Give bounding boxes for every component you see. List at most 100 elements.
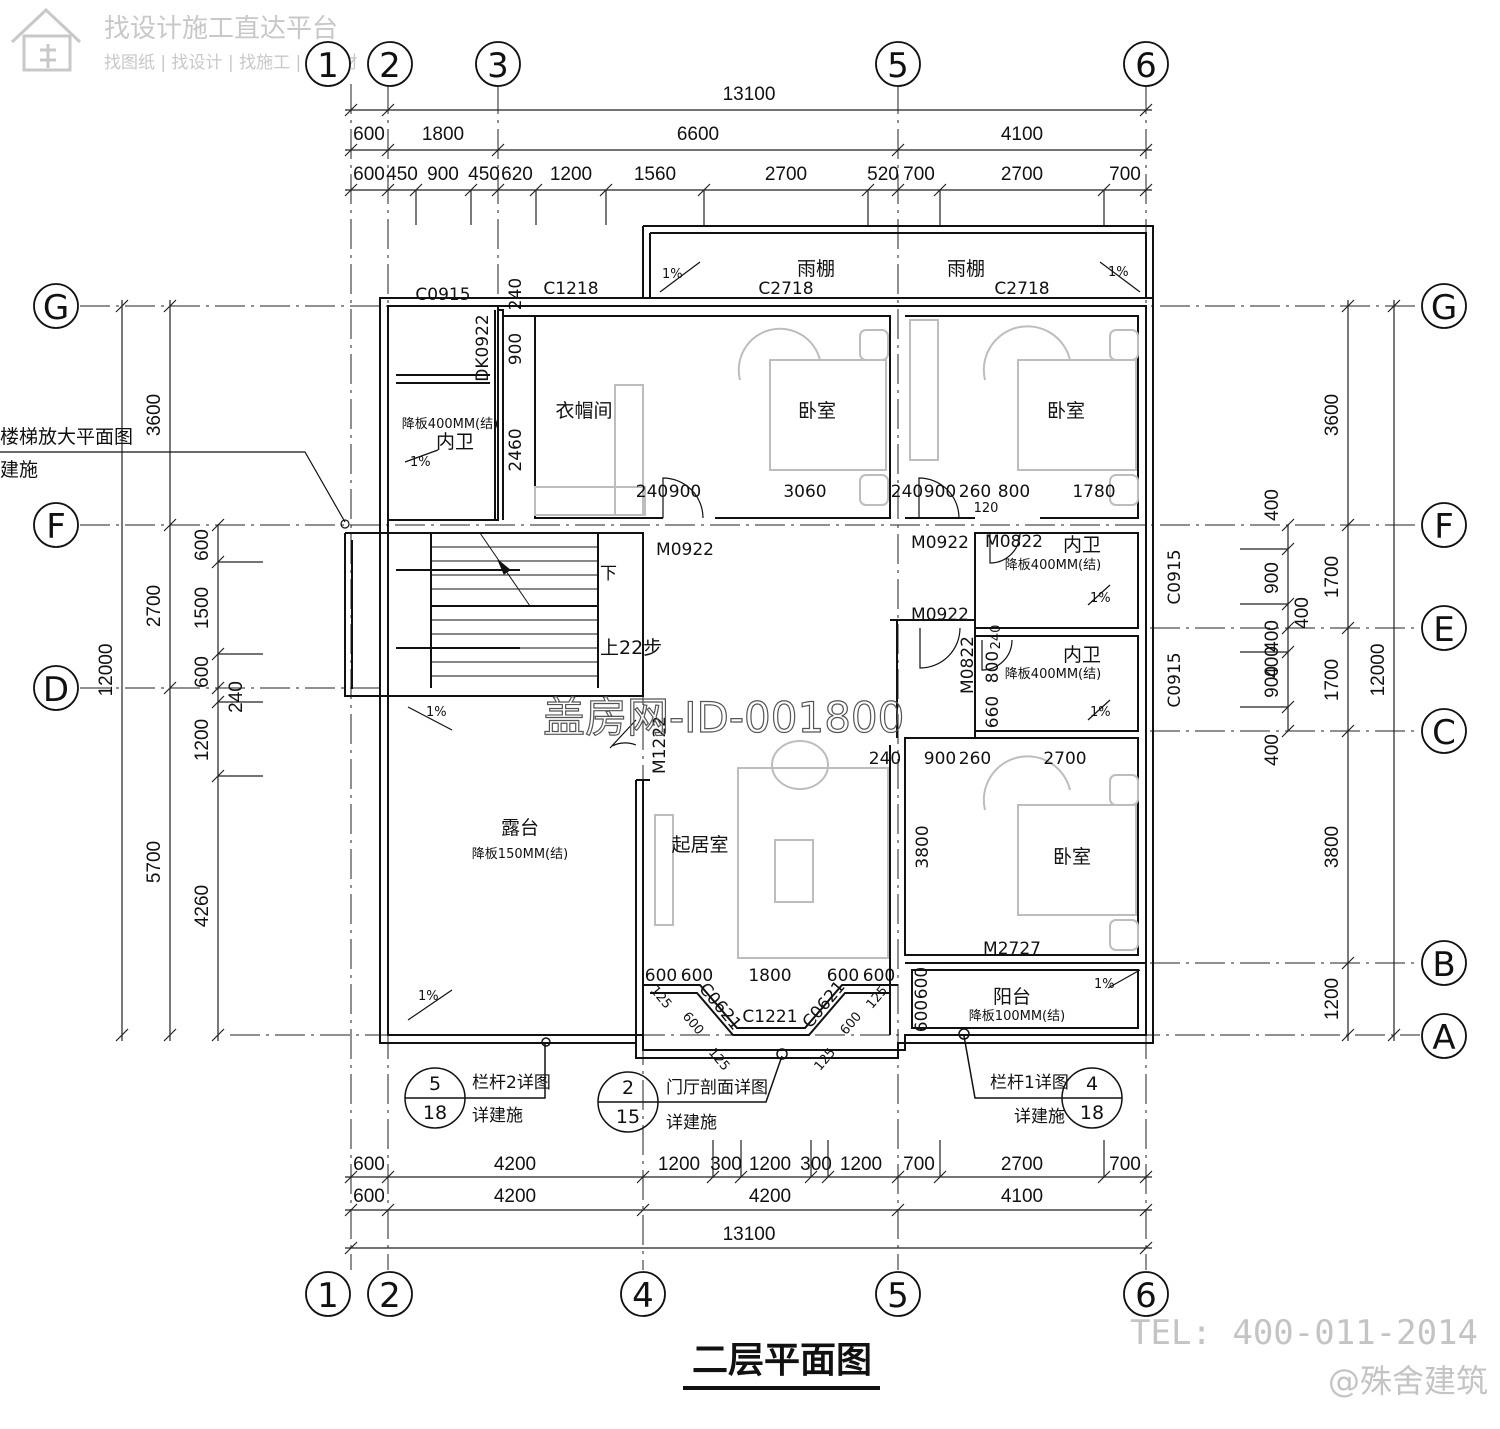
tag-dk0922: DK0922: [473, 314, 493, 382]
dim-top-r2-3: 4100: [1001, 124, 1043, 145]
tag-m0822-a: M0822: [985, 532, 1043, 552]
dim-left-inner-3: 240: [226, 681, 247, 713]
tag-m0922-a: M0922: [656, 540, 714, 560]
dim-top-r3-7: 2700: [765, 164, 807, 185]
tag-c2718-b: C2718: [994, 279, 1049, 299]
dim-bot-r1-3: 300: [710, 1154, 742, 1175]
dim-top-r3-3: 450: [468, 164, 500, 185]
dim-3060: 3060: [783, 482, 826, 502]
dim-right-inner-3: 400: [1262, 646, 1283, 678]
room-bath-2: 内卫: [1063, 534, 1101, 556]
dim-bot-total: 13100: [723, 1224, 776, 1245]
callout-4-title: 栏杆1详图: [990, 1073, 1069, 1093]
brand-line: 找设计施工直达平台: [104, 14, 338, 44]
slope-markers: [404, 261, 1141, 1021]
dim-1780: 1780: [1072, 482, 1115, 502]
stair-up: 上22步: [600, 637, 662, 659]
dim-right-inner-1: 900: [1262, 562, 1283, 594]
axis-bubbles: [33, 41, 1467, 1317]
dim-right-outer-0: 3600: [1322, 394, 1343, 436]
axis-top-1: 1: [317, 46, 339, 86]
axis-top-2: 2: [379, 46, 401, 86]
dim-2460: 2460: [506, 428, 526, 471]
dim-left-total: 12000: [96, 644, 117, 697]
callout-4-sub: 详建施: [1014, 1107, 1065, 1127]
dim-bot-r1-1: 4200: [494, 1154, 536, 1175]
dim-3800: 3800: [913, 825, 933, 868]
plan-title: 二层平面图: [692, 1340, 872, 1381]
dim-top-r3-11: 700: [1109, 164, 1141, 185]
dim-600a: 600: [645, 966, 677, 986]
detail-callouts: [404, 1028, 1123, 1133]
dim-top-r3-6: 1560: [634, 164, 676, 185]
room-canopy-1: 雨棚: [797, 258, 835, 280]
dim-left-outer-2: 5700: [144, 841, 165, 883]
dim-right-inner-4: 900: [1262, 666, 1283, 698]
dim-left-inner-5: 4260: [192, 885, 213, 927]
room-bedroom-3: 卧室: [1053, 846, 1091, 868]
callout-5-den: 18: [423, 1102, 447, 1124]
axis-left-f: F: [46, 507, 66, 547]
dim-right-outer-4: 1200: [1322, 978, 1343, 1020]
dim-900b: 900: [924, 482, 956, 502]
callout-5-title: 栏杆2详图: [472, 1073, 551, 1093]
dim-125d: 125: [864, 983, 891, 1012]
tag-m0822-b: M0822: [958, 636, 978, 694]
dim-600f: 600: [838, 1009, 865, 1038]
dim-660: 660: [983, 696, 1003, 728]
slope-3: 1%: [426, 705, 447, 720]
tag-c0915-a: C0915: [415, 285, 470, 305]
dim-bot-r1-0: 600: [353, 1154, 385, 1175]
dim-top-r2-2: 6600: [677, 124, 719, 145]
dim-240: 240: [506, 278, 526, 310]
dim-top-r3-2: 900: [427, 164, 459, 185]
dim-left-inner-0: 600: [192, 529, 213, 561]
dim-top-r3-5: 1200: [550, 164, 592, 185]
tel: TEL: 400-011-2014: [1130, 1313, 1478, 1353]
axis-right-c: C: [1432, 713, 1456, 753]
callout-2-num: 2: [622, 1077, 634, 1099]
axis-left-g: G: [43, 288, 69, 328]
callout-4-num: 4: [1086, 1073, 1098, 1095]
room-bath-3: 内卫: [1063, 644, 1101, 666]
tag-m0922-b: M0922: [911, 533, 969, 553]
callout-4-den: 18: [1080, 1102, 1104, 1124]
dim-left-outer-1: 2700: [144, 585, 165, 627]
dim-120: 120: [974, 501, 999, 516]
dim-top-r2-1: 1800: [422, 124, 464, 145]
axis-bottom-6: 6: [1135, 1276, 1157, 1316]
dim-bot-r2-0: 600: [353, 1186, 385, 1207]
axis-bottom-2: 2: [379, 1276, 401, 1316]
dim-right-inner-0: 400: [1262, 489, 1283, 521]
dim-right-total: 12000: [1368, 644, 1389, 697]
callout-2-title: 门厅剖面详图: [666, 1078, 768, 1098]
dim-left-outer-0: 3600: [144, 394, 165, 436]
dim-600g: 600: [912, 967, 932, 999]
brand-logo: [10, 7, 82, 72]
dim-260: 260: [959, 482, 991, 502]
dim-600h: 600: [912, 1000, 932, 1032]
dim-bot-r1-8: 2700: [1001, 1154, 1043, 1175]
dim-bot-r1-4: 1200: [749, 1154, 791, 1175]
axis-left-d: D: [43, 670, 69, 710]
slope-1: 1%: [662, 267, 683, 282]
axis-top-5: 5: [887, 46, 909, 86]
axis-bottom-4: 4: [632, 1276, 654, 1316]
stair-ref-sub: 建施: [0, 459, 38, 481]
dim-125a: 125: [647, 983, 674, 1012]
dim-right-inner-5: 400: [1262, 734, 1283, 766]
dim-top-total: 13100: [723, 84, 776, 105]
dim-top-r3-9: 700: [903, 164, 935, 185]
tag-m0922-c: M0922: [911, 605, 969, 625]
dim-260b: 260: [959, 749, 991, 769]
signature: @殊舍建筑: [1328, 1362, 1488, 1400]
dim-600b: 600: [681, 966, 713, 986]
tag-c0915-b: C0915: [1165, 549, 1185, 604]
dim-right-inner-2: 400: [1262, 620, 1283, 652]
dim-900v: 900: [506, 333, 526, 365]
dim-240e: 240: [989, 625, 1004, 650]
room-living: 起居室: [671, 834, 728, 856]
dim-right-outer-1: 1700: [1322, 556, 1343, 598]
dim-900c: 900: [924, 749, 956, 769]
room-canopy-2: 雨棚: [947, 258, 985, 280]
